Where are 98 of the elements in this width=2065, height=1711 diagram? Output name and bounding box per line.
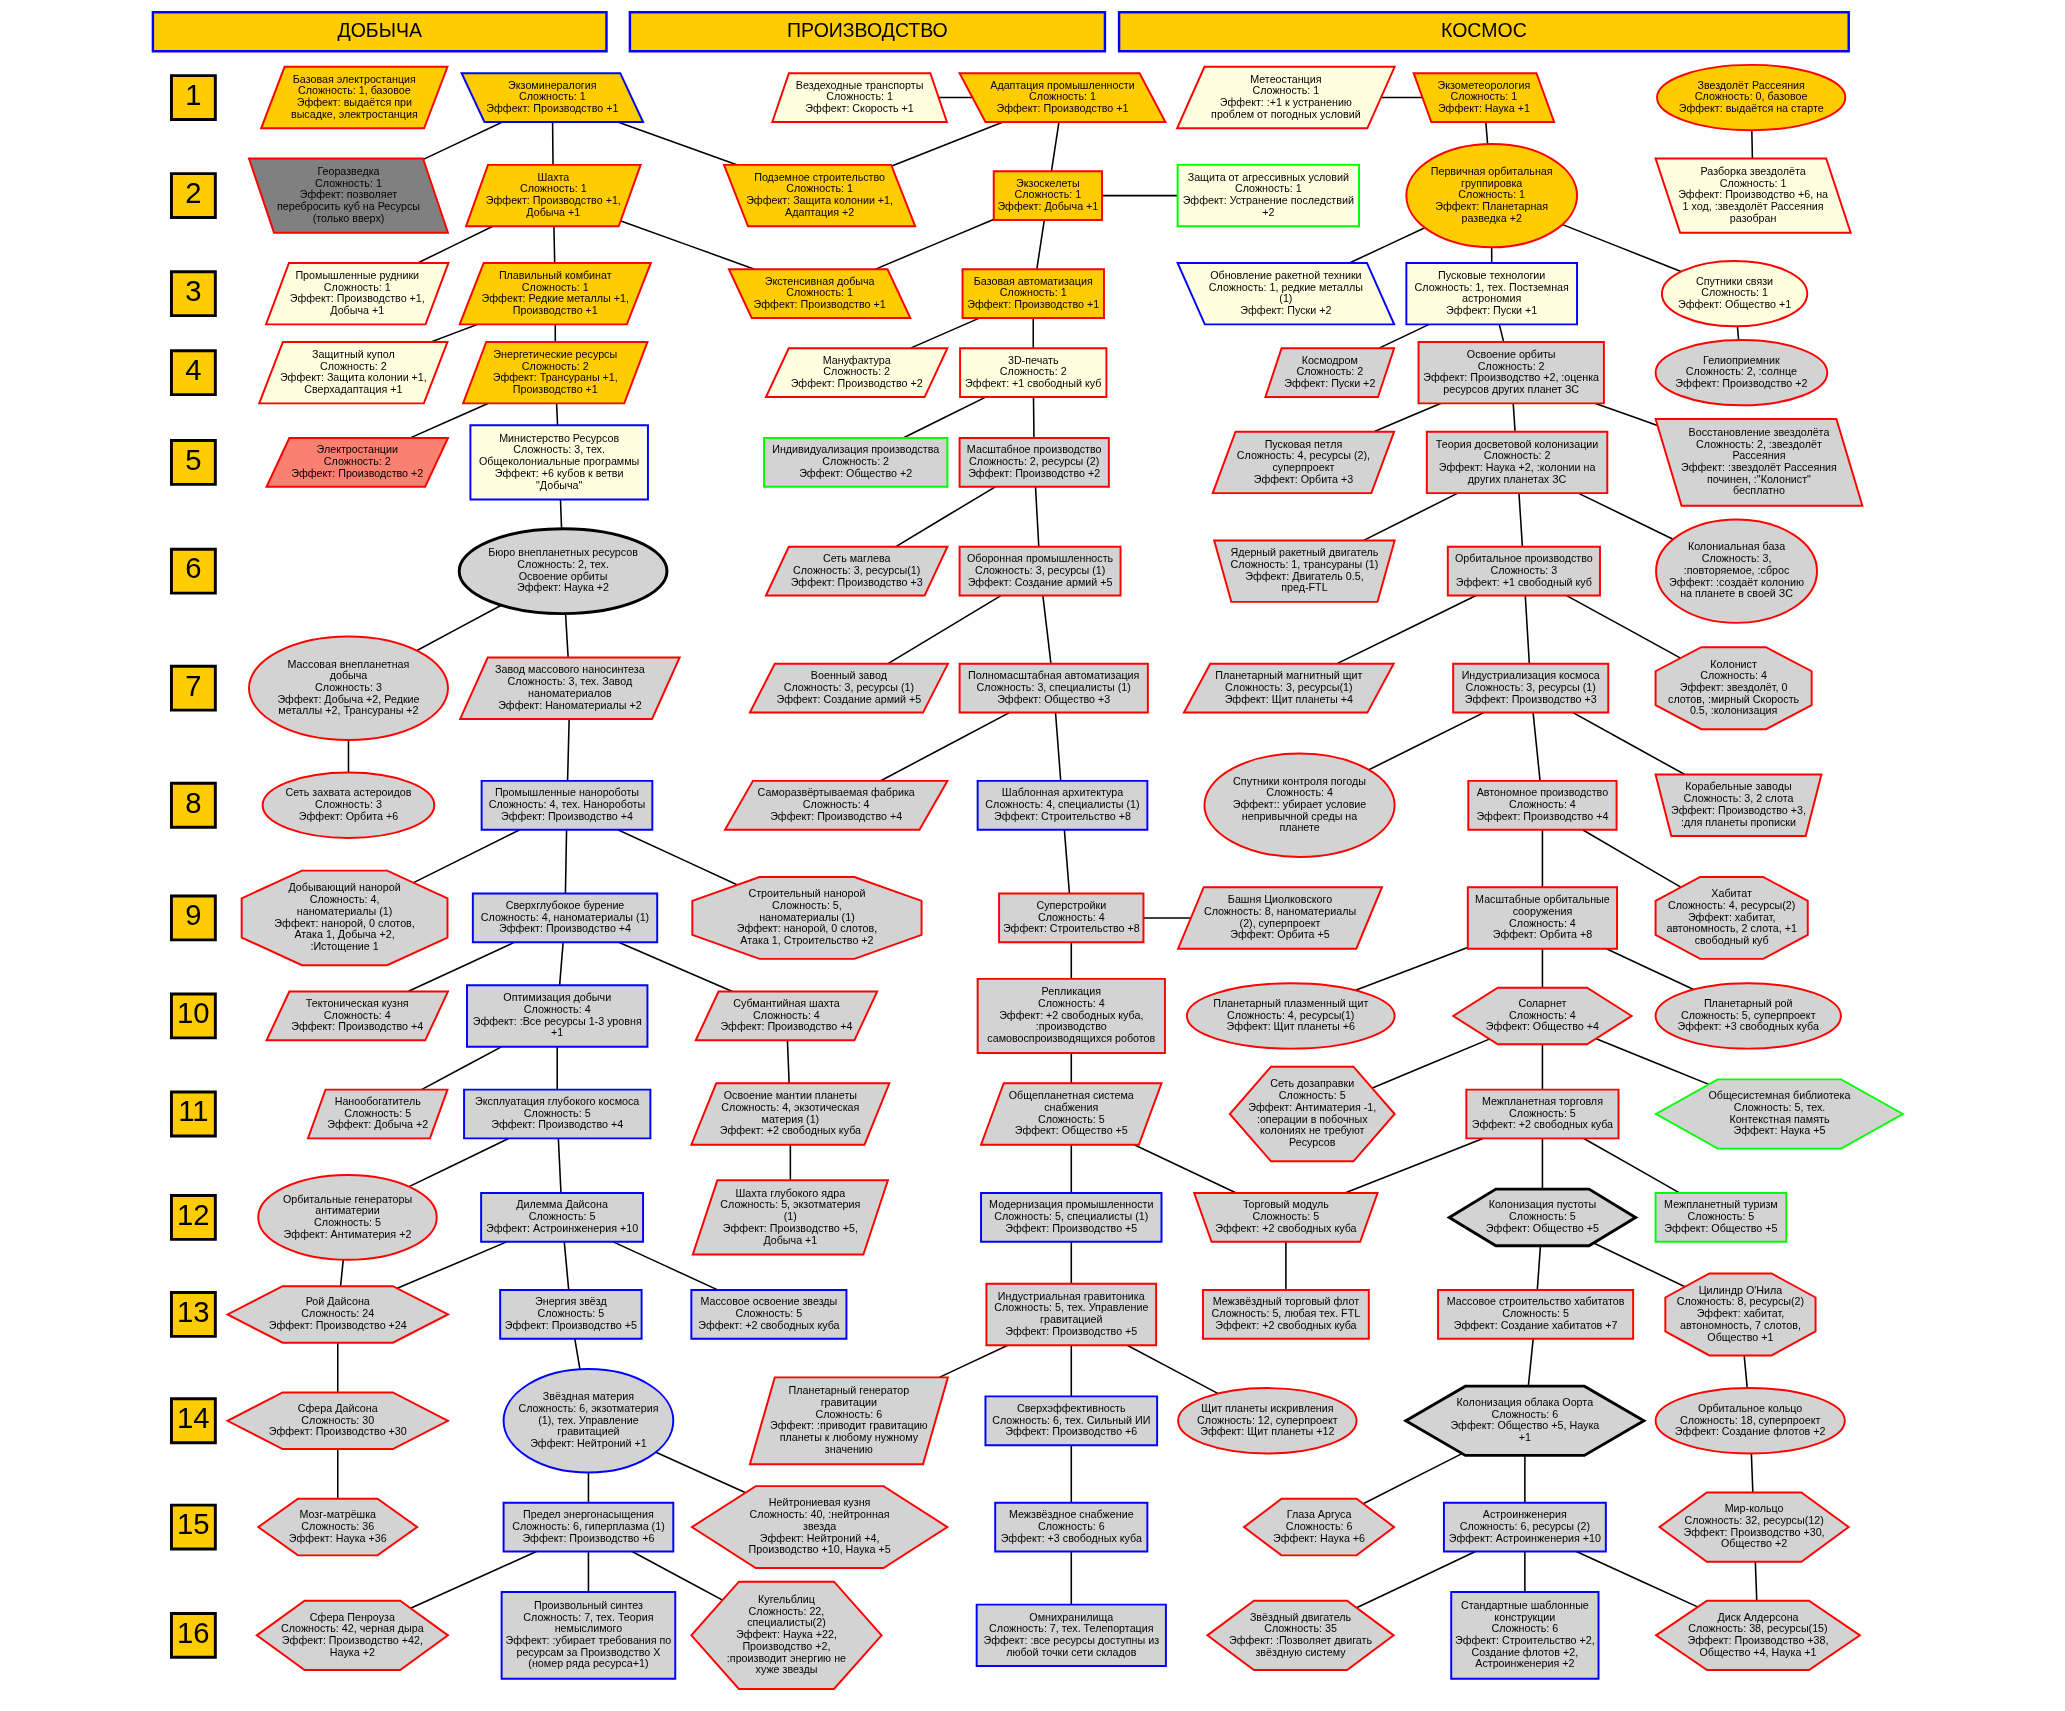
node-box: Освоение орбиты Сложность: 2 Эффект: Производство +2, :оценка ресурсов других планет ЗС: [1417, 340, 1605, 405]
node-box: Масштабное производство Сложность: 2, ресурсы (2) Эффект: Производство +2: [958, 437, 1110, 488]
connector: [573, 1338, 581, 1370]
node-box: 16: [169, 1611, 217, 1659]
node-box: Полномасштабная автоматизация Сложность: 3, специалисты (1) Эффект: Общество +3: [958, 662, 1149, 714]
connector: [1484, 121, 1488, 145]
node-box: 13: [169, 1291, 217, 1338]
node-box: 1: [169, 74, 217, 121]
node-box: 10: [169, 992, 217, 1040]
node-box: 5: [169, 439, 217, 486]
connector: [1379, 96, 1423, 99]
node-box: Эксплуатация глубокого космоса Сложность: 5 Эффект: Производство +4: [462, 1088, 651, 1140]
connector: [415, 604, 502, 652]
node-box: 3: [169, 270, 217, 318]
node-box: Индивидуализация производства Сложность: 2 Эффект: Общество +2: [762, 437, 948, 488]
node-ellipse: Спутники контроля погоды Сложность: 4 Эффект:: убирает условие непривычной среды на планете: [1202, 752, 1396, 858]
node-box: Оборонная промышленность Сложность: 3, ресурсы (1) Эффект: Создание армий +5: [958, 545, 1122, 597]
node-box: 6: [169, 547, 217, 595]
node-box: Межпланетный туризм Сложность: 5 Эффект: Общество +5: [1654, 1192, 1787, 1243]
node-box: Модернизация промышленности Сложность: 5, специалисты (1) Эффект: Производство +5: [979, 1192, 1162, 1243]
node-ellipse: Бюро внепланетных ресурсов Сложность: 2, тех. Освоение орбиты Эффект: Наука +2: [457, 527, 668, 616]
node-box: ПРОИЗВОДСТВО: [628, 11, 1106, 53]
connector: [1354, 946, 1468, 992]
connector: [1070, 1144, 1072, 1194]
node-box: Шаблонная архитектура Сложность: 4, специалисты (1) Эффект: Строительство +8: [976, 779, 1148, 831]
node-box: Суперстройки Сложность: 4 Эффект: Строительство +8: [997, 892, 1144, 944]
connector: [1050, 121, 1060, 172]
node-box: 15: [169, 1503, 217, 1551]
connector: [347, 739, 349, 774]
node-ellipse: Массовая внепланетная добыча Сложность: 3 Эффект: Добыча +2, Редкие металлы +2, Трансураны +2: [247, 635, 449, 741]
node-ellipse: Орбитальные генераторы антиматерии Сложность: 5 Эффект: Антиматерия +2: [256, 1174, 438, 1261]
connector: [1371, 1038, 1490, 1089]
node-ellipse: Сеть захвата астероидов Сложность: 3 Эффект: Орбита +6: [261, 771, 435, 839]
node-box: Массовое строительство хабитатов Сложность: 5 Эффект: Создание хабитатов +7: [1436, 1289, 1634, 1340]
node-box: Экзоскелеты Сложность: 1 Эффект: Добыча +1: [992, 170, 1103, 221]
node-box: Произвольный синтез Сложность: 7, тех. Теория немыслимого Эффект: :убирает требования по ресурсам за Производство Х (номер ряда ресурса+1): [500, 1591, 676, 1680]
connector: [339, 1259, 344, 1287]
connector: [1284, 1241, 1287, 1291]
node-box: 7: [169, 664, 217, 712]
node-box: Базовая автоматизация Сложность: 1 Эффект: Производство +1: [961, 268, 1105, 319]
connector: [336, 1342, 339, 1393]
node-box: Защита от агрессивных условий Сложность: 1 Эффект: Устранение последствий +2: [1176, 163, 1360, 228]
node-box: Министерство Ресурсов Сложность: 3, тех. Общеколониальные программы Эффект: +6 кубов к ветви "Добыча": [468, 424, 649, 501]
node-box: 2: [169, 172, 217, 220]
node-box: Предел энергонасыщения Сложность: 6, гиперплазма (1) Эффект: Производство +6: [502, 1501, 674, 1553]
node-box: Орбитальное производство Сложность: 3 Эффект: +1 свободный куб: [1446, 545, 1601, 597]
node-ellipse: Планетарный рой Сложность: 5, суперпроект Эффект: +3 свободных куба: [1654, 982, 1842, 1050]
connector: [396, 1241, 507, 1289]
node-ellipse: Звёздная материя Сложность: 6, экзотматерия (1), тех. Управление гравитацией Эффект: Нейтроний +1: [502, 1368, 674, 1474]
node-box: Индустриальная гравитоника Сложность: 5, тех. Управление гравитацией Эффект: Производство +5: [984, 1282, 1157, 1347]
node-box: Пусковые технологии Сложность: 1, тех. Постземная астрономия Эффект: Пуски +1: [1404, 261, 1578, 326]
connector: [654, 1451, 746, 1494]
node-box: Сверхглубокое бурение Сложность: 4, наноматериалы (1) Эффект: Производство +4: [471, 892, 658, 944]
node-box: КОСМОС: [1117, 11, 1850, 53]
node-box: Дилемма Дайсона Сложность: 5 Эффект: Астроинженерия +10: [479, 1192, 644, 1243]
node-box: 12: [169, 1193, 217, 1241]
node-box: Массовое освоение звезды Сложность: 5 Эффект: +2 свободных куба: [689, 1289, 847, 1340]
node-box: Сверхэффективность Сложность: 6, тех. Сильный ИИ Эффект: Производство +6: [983, 1395, 1158, 1447]
node-ellipse: Щит планеты искривления Сложность: 12, суперпроект Эффект: Щит планеты +12: [1176, 1387, 1358, 1455]
connector: [1536, 1245, 1541, 1291]
node-ellipse: Орбитальное кольцо Сложность: 18, суперпроект Эффект: Создание флотов +2: [1654, 1387, 1846, 1455]
connector: [1527, 1338, 1534, 1387]
node-box: Межпланетная торговля Сложность: 5 Эффект: +2 свободных куба: [1464, 1088, 1619, 1140]
node-box: 3D-печать Сложность: 2 Эффект: +1 свободный куб: [958, 347, 1107, 398]
node-box: 14: [169, 1397, 217, 1445]
node-ellipse: Гелиоприемник Сложность: 2, :солнце Эффект: Производство +2: [1654, 339, 1828, 407]
connector: [1362, 1452, 1463, 1505]
node-box: Масштабные орбитальные сооружения Сложность: 4 Эффект: Орбита +8: [1466, 886, 1618, 950]
connector: [1592, 1242, 1686, 1288]
node-box: 9: [169, 894, 217, 942]
connector: [422, 121, 503, 161]
node-box: Промышленные нанороботы Сложность: 4, тех. Нанороботы Эффект: Производство +4: [480, 779, 653, 831]
connector: [1100, 194, 1178, 197]
connector: [937, 96, 973, 99]
node-box: Теория досветовой колонизации Сложность: 2 Эффект: Наука +2, :колонии на других планетах ЗС: [1425, 430, 1608, 495]
node-box: Репликация Сложность: 4 Эффект: +2 свободных куба, :производство самовоспроизводящихся роботов: [976, 977, 1166, 1054]
node-box: Астроинженерия Сложность: 6, ресурсы (2) Эффект: Астроинженерия +10: [1442, 1501, 1607, 1553]
node-ellipse: Колониальная база Сложность: 3, :повторяемое, :сброс Эффект: :создаёт колонию на планете в своей ЗС: [1654, 518, 1818, 624]
node-box: Автономное производство Сложность: 4 Эффект: Производство +4: [1466, 779, 1618, 831]
node-box: 4: [169, 349, 217, 397]
node-box: 8: [169, 781, 217, 829]
node-ellipse: Спутники связи Сложность: 1 Эффект: Общество +1: [1660, 260, 1808, 328]
node-ellipse: Планетарный плазменный щит Сложность: 4, ресурсы(1) Эффект: Щит планеты +6: [1185, 982, 1396, 1050]
node-box: Межзвёздный торговый флот Сложность: 5, любая тех. FTL Эффект: +2 свободных куба: [1201, 1289, 1370, 1340]
connector: [563, 1241, 569, 1291]
node-ellipse: Звездолёт Рассеяния Сложность: 0, базовое Эффект: выдаётся на старте: [1655, 63, 1846, 132]
node-box: Межзвёздное снабжение Сложность: 6 Эффект: +3 свободных куба: [993, 1501, 1148, 1553]
node-box: Энергия звёзд Сложность: 5 Эффект: Производство +5: [498, 1289, 643, 1340]
connector: [1142, 917, 1191, 919]
node-box: Стандартные шаблонные конструкции Сложность: 6 Эффект: Строительство +2, Создание флотов +2, Астроинженерия +2: [1449, 1591, 1599, 1680]
connector: [1594, 1037, 1710, 1086]
node-box: Оптимизация добычи Сложность: 4 Эффект: :Все ресурсы 1-3 уровня +1: [465, 984, 648, 1048]
node-box: 11: [169, 1090, 217, 1138]
node-ellipse: Первичная орбитальная группировка Сложность: 1 Эффект: Планетарная разведка +2: [1404, 142, 1578, 249]
node-box: Омнихранилища Сложность: 7, тех. Телепортация Эффект: :все ресурсы доступны из любой точки сети складов: [975, 1603, 1167, 1668]
node-box: ДОБЫЧА: [151, 11, 608, 53]
node-box: Индустриализация космоса Сложность: 3, ресурсы (1) Эффект: Производство +3: [1451, 662, 1609, 714]
connector: [1561, 223, 1682, 273]
